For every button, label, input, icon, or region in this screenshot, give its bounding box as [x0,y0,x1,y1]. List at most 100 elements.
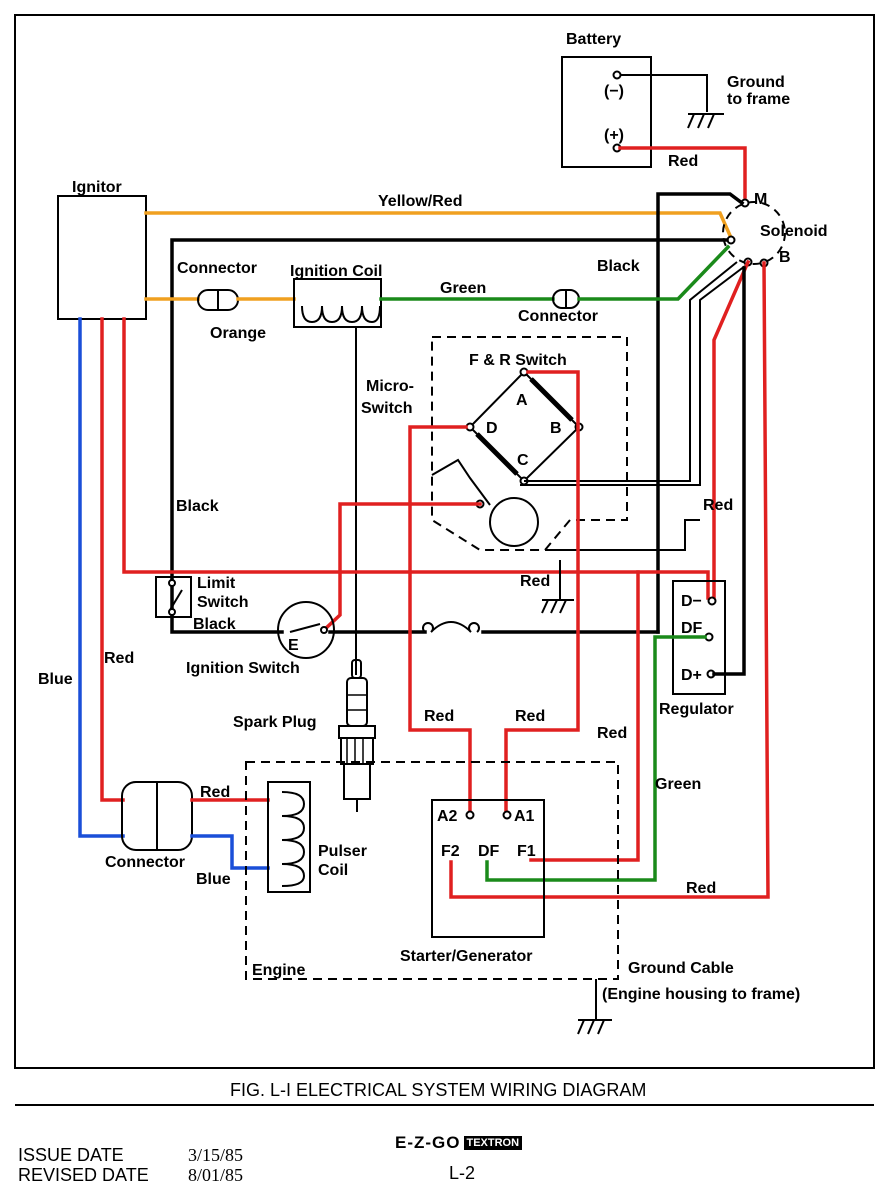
engine-boundary [245,761,619,980]
micro-switch-label-1: Micro- [366,378,414,395]
red-a1-label: Red [515,708,545,725]
wire-yellow-red [144,211,735,243]
switch-b-label: B [550,420,562,437]
ignition-coil-box [293,278,382,328]
ign-e-label: E [288,637,299,654]
solenoid-b-label: B [779,249,791,266]
pulser-coil-windings [281,791,306,887]
issue-date: 3/15/85 [188,1145,244,1165]
wire-thin-c-solenoid [524,261,738,482]
red-f2-label: Red [686,880,716,897]
fr-switch-label: F & R Switch [469,352,567,369]
spark-plug-label: Spark Plug [233,714,317,731]
issue-date-label: ISSUE DATE [18,1145,124,1165]
solenoid-m-label: M [754,191,767,208]
ground-symbol-fr [541,599,574,614]
blue-left-label: Blue [38,671,73,688]
wire-red-left [100,317,125,802]
yellow-red-label: Yellow/Red [378,193,462,210]
battery-neg-terminal [612,70,622,80]
ground-symbol-engine [577,1019,612,1035]
ground-cable-label: Ground Cable [628,960,734,977]
diagram-frame [14,14,875,1069]
solenoid-label: Solenoid [760,223,828,240]
red-right-label: Red [703,497,733,514]
wire-red-f1 [529,570,640,862]
battery-pos-label: (+) [604,127,624,144]
fr-switch-enclosure [431,336,628,551]
reg-dplus-label: D+ [681,667,702,684]
ezgo-logo: E-Z-GO TEXTRON [395,1133,523,1153]
figure-caption: FIG. L-I ELECTRICAL SYSTEM WIRING DIAGRA… [230,1080,647,1100]
ignition-switch-label: Ignition Switch [186,660,300,677]
micro-switch-lever [431,458,491,506]
micro-switch-label-2: Switch [361,400,413,417]
wire-red-solenoid-f2 [449,261,770,899]
engine-housing-label: (Engine housing to frame) [602,986,800,1003]
orange-label: Orange [210,325,266,342]
reg-dminus-label: D− [681,593,702,610]
green-reg-label: Green [655,776,701,793]
blue-bottom-label: Blue [196,871,231,888]
wire-green-solenoid [577,244,731,301]
ignition-coil-label: Ignition Coil [290,263,382,280]
battery-ground-wire [621,74,708,112]
ignition-coil-windings [301,305,381,324]
wire-thin-cam [545,519,700,551]
wire-red-micro-ignition [321,502,482,633]
switch-d-label: D [486,420,498,437]
ignitor-label: Ignitor [72,179,122,196]
caption-rule [15,1104,874,1106]
wire-red-ignitor-regulator [122,317,710,600]
fr-cam [489,497,539,547]
revised-date: 8/01/85 [188,1165,244,1185]
wire-red-a-a1 [504,370,580,814]
reg-df-label: DF [681,620,703,637]
starter-generator-label: Starter/Generator [400,948,533,965]
fuse [422,621,480,633]
red-battery-label: Red [668,153,698,170]
a1-label: A1 [514,808,535,825]
red-a2-label: Red [424,708,454,725]
red-left-label: Red [104,650,134,667]
ground-to-frame-label-1: Ground [727,74,785,91]
wire-red-d-a2 [408,425,472,814]
red-ground-label: Red [520,573,550,590]
fr-contact-ab [529,377,574,422]
wire-black-solenoid-m [656,192,745,634]
df-label: DF [478,843,500,860]
wire-blue-pulser [190,834,270,870]
ezgo-logo-text: E-Z-GO [395,1133,461,1152]
connector-green-label: Connector [518,308,598,325]
wire-red-battery-solenoid [618,146,747,199]
red-connector-label: Red [200,784,230,801]
connector-top-label: Connector [177,260,257,277]
regulator-label: Regulator [659,701,734,718]
limit-switch-label-1: Limit [197,575,236,592]
starter-generator-box [431,799,545,938]
green-top-label: Green [440,280,486,297]
battery-label: Battery [566,31,621,48]
wire-green-df [485,635,707,882]
black-left-label: Black [176,498,219,515]
switch-a-label: A [516,392,528,409]
ground-symbol-battery [687,113,724,129]
pulser-coil-box [267,781,311,893]
revised-date-label: REVISED DATE [18,1165,149,1185]
wire-red-solenoid-dminus [712,259,751,600]
limit-switch-box [155,576,192,618]
wire-black-main-loop [170,238,729,634]
black-top-label: Black [597,258,640,275]
engine-label: Engine [252,962,305,979]
wire-dplus-solenoid [712,266,746,676]
textron-logo-text: TEXTRON [463,1136,523,1150]
black-limit-label: Black [193,616,236,633]
wire-thin-c-solenoid-2 [520,265,746,486]
pulser-coil-label-1: Pulser [318,843,367,860]
wiring-diagram: Battery (−) (+) Ground to frame Red Igni… [14,14,875,1069]
f2-label: F2 [441,843,460,860]
battery-box [561,56,652,168]
wire-blue-left [78,317,125,838]
battery-neg-label: (−) [604,83,624,100]
pulser-coil-label-2: Coil [318,862,348,879]
